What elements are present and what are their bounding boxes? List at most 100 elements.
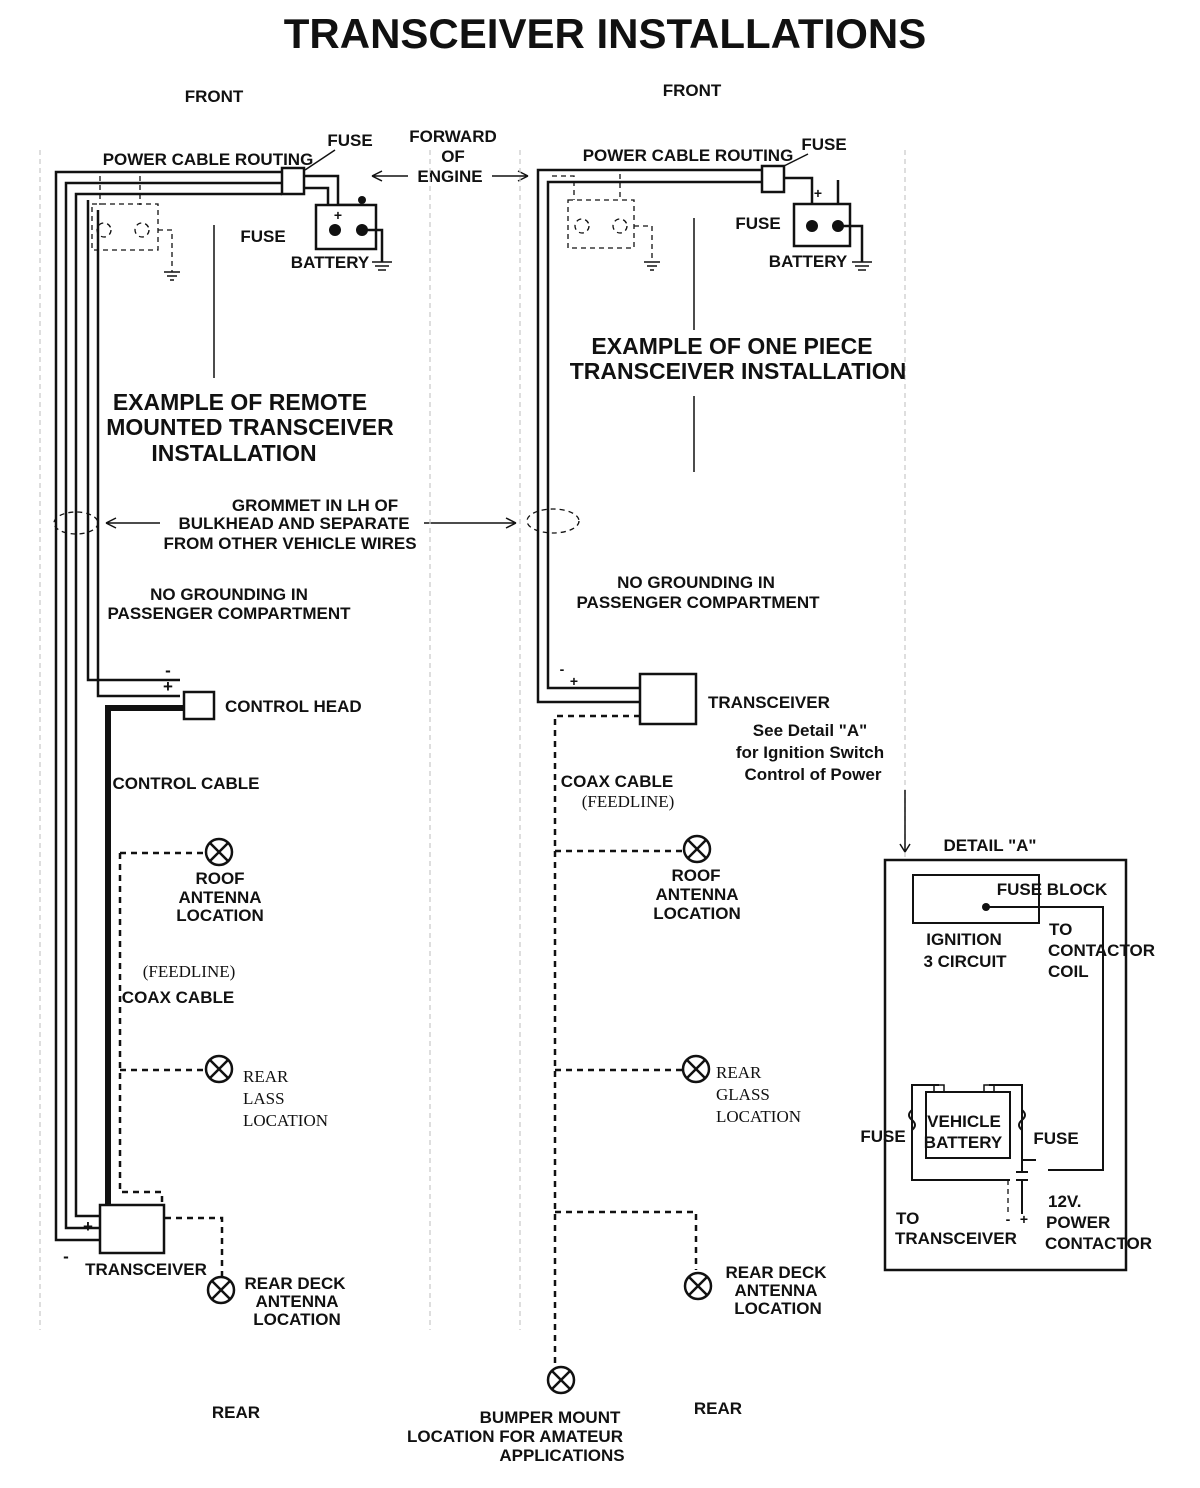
forward-arrow-left — [371, 170, 408, 182]
front-label-right: FRONT — [663, 81, 722, 100]
left-fuse-label: FUSE — [240, 227, 285, 246]
bumper-mount-antenna-icon — [546, 1365, 576, 1395]
to-transceiver-2: TRANSCEIVER — [895, 1229, 1017, 1248]
left-transceiver-box — [98, 1203, 166, 1255]
to-contactor-2: CONTACTOR — [1048, 941, 1155, 960]
left-alt-terminal-2 — [134, 222, 150, 238]
right-coax-cable-label: COAX CABLE — [561, 772, 673, 791]
rear-label-left: REAR — [212, 1403, 260, 1422]
right-see-detail-2: for Ignition Switch — [736, 743, 884, 762]
right-battery-ground-icon — [852, 261, 872, 271]
left-control-head — [182, 690, 216, 721]
right-fuse-top-label: FUSE — [801, 135, 846, 154]
right-power-cable-routing-label: POWER CABLE ROUTING — [583, 146, 794, 165]
power-contactor-3: CONTACTOR — [1045, 1234, 1152, 1253]
left-battery-plus: + — [334, 207, 342, 223]
contactor-switch — [1016, 1160, 1028, 1214]
right-battery-label: BATTERY — [769, 252, 848, 271]
right-alt-ground-icon — [644, 261, 660, 271]
left-alt-route — [99, 176, 173, 272]
rear-label-right: REAR — [694, 1399, 742, 1418]
left-example-title-3: INSTALLATION — [151, 440, 316, 466]
right-vehicle-outline — [519, 150, 906, 1330]
vehicle-battery-1: VEHICLE — [927, 1112, 1001, 1131]
left-grommet — [53, 511, 99, 535]
left-head-plus: + — [163, 677, 173, 696]
grommet-arrow-right — [424, 517, 517, 529]
right-rear-glass-3: LOCATION — [716, 1107, 801, 1126]
grommet-arrow-left — [105, 517, 160, 529]
left-fuse-to-battery-2 — [304, 186, 330, 205]
right-transceiver-plus: + — [570, 673, 578, 689]
right-power-cable-outer — [536, 168, 762, 704]
left-example-title-2: MOUNTED TRANSCEIVER — [106, 414, 394, 440]
right-battery-ground-wire — [838, 224, 864, 262]
left-alt-ground-icon — [164, 271, 180, 281]
left-battery-terminal-pos — [329, 224, 341, 236]
left-no-grounding-2: PASSENGER COMPARTMENT — [107, 604, 351, 623]
right-transceiver-box — [638, 672, 698, 726]
left-power-cable-mid — [64, 181, 282, 1230]
power-contactor-2: POWER — [1046, 1213, 1110, 1232]
right-feedline-label: (FEEDLINE) — [582, 792, 675, 811]
left-head-minus: - — [165, 661, 171, 680]
detail-minus: - — [1006, 1211, 1011, 1227]
right-roof-antenna-1: ROOF — [671, 866, 720, 885]
right-grommet — [526, 508, 580, 534]
forward-of-engine-3: ENGINE — [417, 167, 482, 186]
left-remote-diagram: FUSE POWER CABLE ROUTING + FUSE BATTERY — [39, 131, 431, 1330]
to-transceiver-1: TO — [896, 1209, 919, 1228]
fuse-block-to-coil — [986, 906, 1104, 1171]
fuse-block-label: FUSE BLOCK — [997, 880, 1108, 899]
right-rear-glass-2: GLASS — [716, 1085, 770, 1104]
left-example-title-1: EXAMPLE OF REMOTE — [113, 389, 367, 415]
power-contactor-1: 12V. — [1048, 1192, 1081, 1211]
right-battery-terminal-pos — [806, 220, 818, 232]
left-fuse-to-battery — [304, 174, 362, 207]
right-rear-deck-2: ANTENNA — [734, 1281, 817, 1300]
fuse-right-label: FUSE — [1033, 1129, 1078, 1148]
left-power-cable-outer — [54, 170, 282, 1242]
fuse-block-box — [912, 874, 1040, 924]
left-coax-main — [118, 853, 164, 1210]
right-roof-antenna-icon — [682, 834, 712, 864]
right-alt-terminal-2 — [612, 218, 628, 234]
left-rear-deck-2: ANTENNA — [255, 1292, 338, 1311]
right-roof-antenna-2: ANTENNA — [655, 885, 738, 904]
left-transceiver-minus: - — [63, 1247, 69, 1266]
left-alt-fuse-block — [91, 203, 159, 251]
right-fuse-to-battery — [784, 176, 814, 205]
left-transceiver-plus: + — [83, 1217, 93, 1236]
detail-plus: + — [1020, 1211, 1028, 1227]
bumper-mount-2: LOCATION FOR AMATEUR — [407, 1427, 623, 1446]
right-no-grounding-1: NO GROUNDING IN — [617, 573, 775, 592]
left-roof-antenna-icon — [204, 837, 234, 867]
right-rear-glass-1: REAR — [716, 1063, 762, 1082]
left-feedline-label: (FEEDLINE) — [143, 962, 236, 981]
left-cable-head-plus — [96, 210, 180, 698]
right-example-title-1: EXAMPLE OF ONE PIECE — [591, 333, 872, 359]
left-cable-head-minus — [86, 200, 180, 682]
fuse-left-squiggle — [908, 1109, 916, 1131]
right-see-detail-1: See Detail "A" — [753, 721, 867, 740]
left-coax-deck — [165, 1216, 224, 1276]
right-rear-deck-3: LOCATION — [734, 1299, 822, 1318]
left-battery-label: BATTERY — [291, 253, 370, 272]
right-coax-deck — [555, 1210, 698, 1270]
right-see-detail-3: Control of Power — [745, 765, 882, 784]
left-alt-terminal-1 — [96, 222, 112, 238]
right-battery-plus: + — [814, 185, 822, 201]
left-rear-lass-3: LOCATION — [243, 1111, 328, 1130]
right-alt-terminal-1 — [574, 218, 590, 234]
left-junction-dot — [358, 196, 366, 204]
left-rear-deck-1: REAR DECK — [244, 1274, 346, 1293]
forward-of-engine-2: OF — [441, 147, 465, 166]
left-battery-ground-icon — [372, 261, 392, 271]
right-roof-antenna-3: LOCATION — [653, 904, 741, 923]
left-fuse-pointer — [304, 149, 336, 171]
left-vehicle-outline — [39, 150, 431, 1330]
left-rear-lass-antenna-icon — [204, 1054, 234, 1084]
left-power-cable-inner — [74, 192, 282, 1218]
detail-a: DETAIL "A" FUSE BLOCK IGNITION 3 CIRCUIT… — [860, 836, 1155, 1272]
